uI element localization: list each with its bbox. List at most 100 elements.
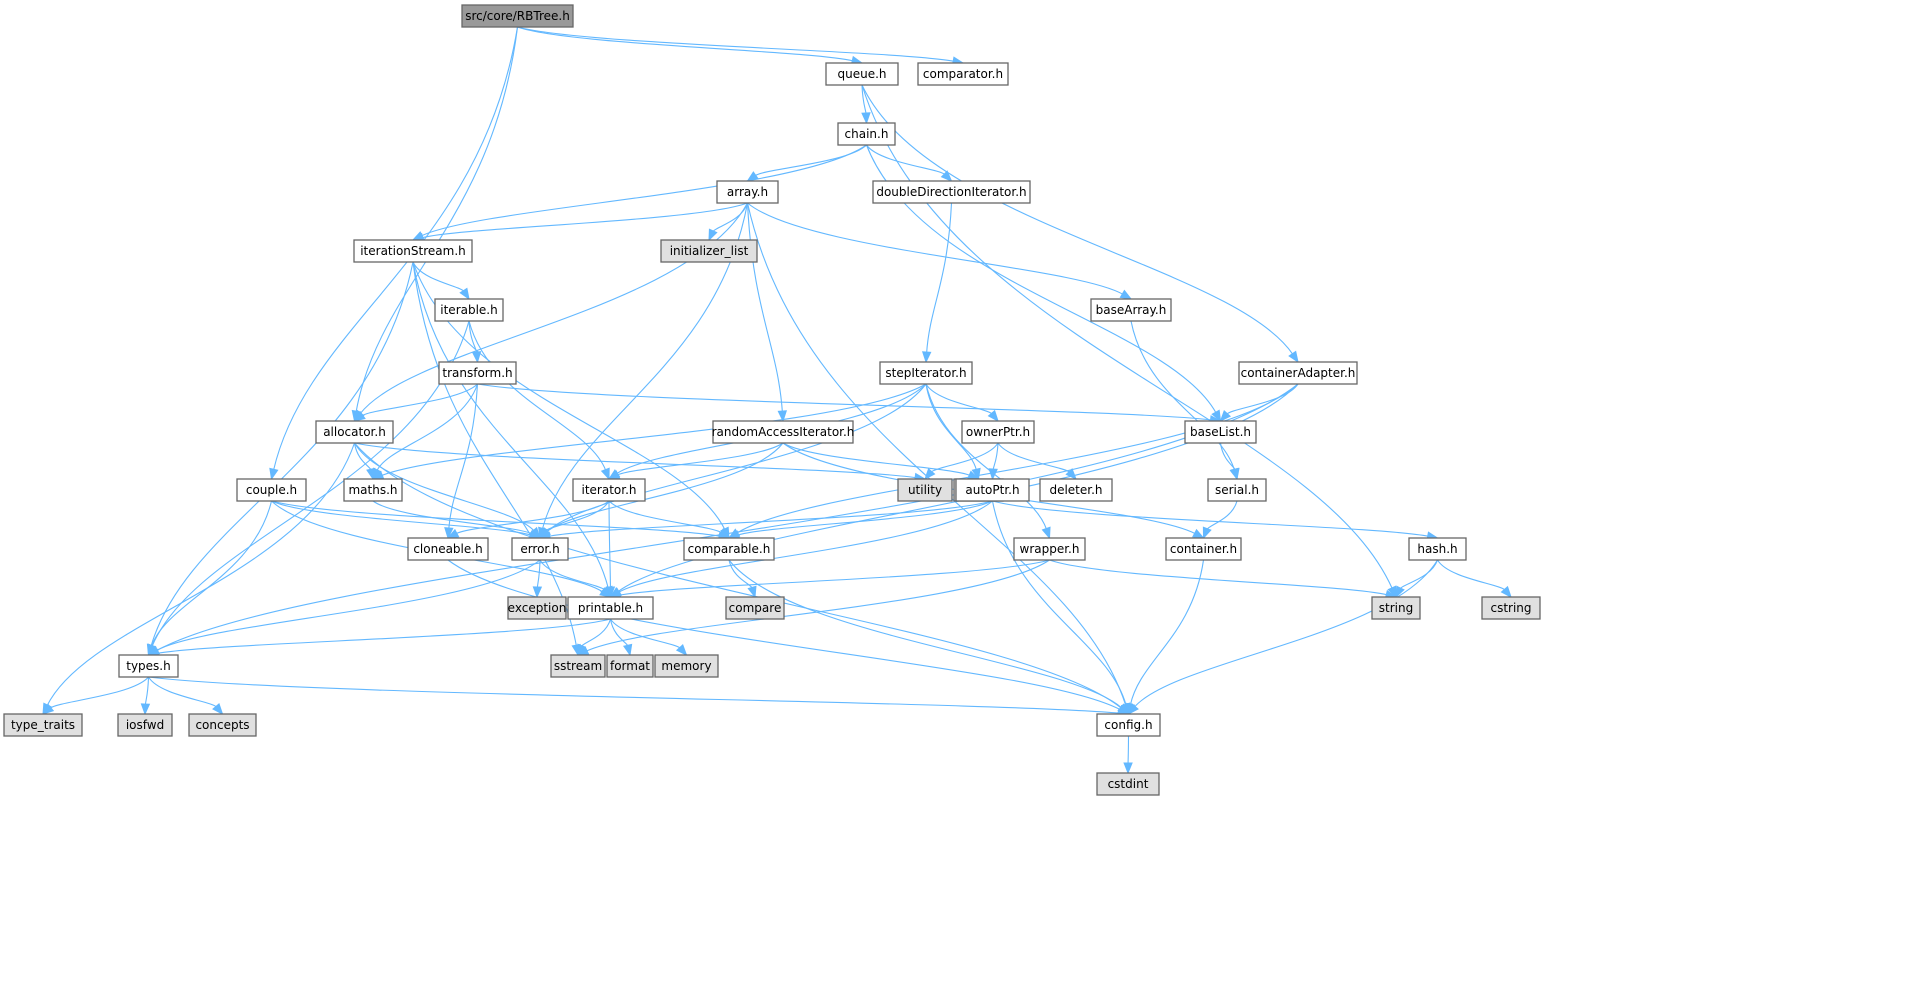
- node-array[interactable]: array.h: [716, 180, 779, 204]
- node-box: [955, 478, 1030, 502]
- node-basearray[interactable]: baseArray.h: [1090, 298, 1172, 322]
- node-rbtree[interactable]: src/core/RBTree.h: [461, 4, 574, 28]
- node-randit[interactable]: randomAccessIterator.h: [712, 420, 855, 444]
- node-couple[interactable]: couple.h: [236, 478, 307, 502]
- node-autoptr[interactable]: autoPtr.h: [955, 478, 1030, 502]
- node-hash[interactable]: hash.h: [1408, 537, 1467, 561]
- node-box: [872, 180, 1031, 204]
- node-label: autoPtr.h: [965, 483, 1019, 497]
- edge-stepit-to-error: [546, 383, 927, 533]
- node-box: [660, 239, 758, 263]
- node-transform[interactable]: transform.h: [438, 361, 517, 385]
- edge-itstream-to-types: [150, 261, 414, 647]
- node-baselist[interactable]: baseList.h: [1184, 420, 1257, 444]
- arrowhead-icon: [269, 467, 279, 481]
- node-label: string: [1379, 601, 1413, 615]
- edge-ownerptr-to-autoptr: [992, 442, 999, 471]
- node-box: [1371, 596, 1421, 620]
- node-box: [438, 361, 517, 385]
- node-iosfwd[interactable]: iosfwd: [117, 713, 173, 737]
- node-cloneable[interactable]: cloneable.h: [407, 537, 489, 561]
- node-wrapper[interactable]: wrapper.h: [1013, 537, 1086, 561]
- node-typetraits[interactable]: type_traits: [3, 713, 83, 737]
- node-label: src/core/RBTree.h: [465, 9, 570, 23]
- node-container[interactable]: container.h: [1165, 537, 1242, 561]
- edge-stepit-to-wrapper: [925, 383, 1048, 530]
- node-types[interactable]: types.h: [118, 654, 179, 678]
- node-box: [315, 420, 394, 444]
- node-concepts[interactable]: concepts: [188, 713, 257, 737]
- arrowhead-icon: [717, 528, 731, 539]
- node-label: maths.h: [348, 483, 397, 497]
- node-serial[interactable]: serial.h: [1207, 478, 1267, 502]
- node-cstring[interactable]: cstring: [1481, 596, 1541, 620]
- node-ddi[interactable]: doubleDirectionIterator.h: [872, 180, 1031, 204]
- edges-layer: [41, 26, 1512, 775]
- arrowhead-icon: [600, 467, 610, 481]
- node-label: comparable.h: [688, 542, 771, 556]
- node-deleter[interactable]: deleter.h: [1039, 478, 1113, 502]
- node-box: [236, 478, 307, 502]
- node-sstream[interactable]: sstream: [550, 654, 606, 678]
- edge-hash-to-string: [1399, 559, 1439, 590]
- arrowhead-icon: [212, 702, 224, 716]
- node-iterable[interactable]: iterable.h: [434, 298, 504, 322]
- node-queue[interactable]: queue.h: [825, 62, 899, 86]
- arrowhead-icon: [1211, 409, 1222, 423]
- edge-maths-to-error: [372, 500, 533, 535]
- node-label: stepIterator.h: [885, 366, 966, 380]
- node-box: [1096, 713, 1161, 737]
- edge-contadapter-to-comparable: [736, 383, 1299, 534]
- node-itstream[interactable]: iterationStream.h: [353, 239, 473, 263]
- arrowhead-icon: [1202, 526, 1212, 540]
- node-utility[interactable]: utility: [897, 478, 953, 502]
- edge-queue-to-contadapter: [861, 84, 1294, 355]
- arrowhead-icon: [1288, 350, 1299, 364]
- edge-array-to-basearray: [747, 202, 1124, 295]
- node-label: concepts: [195, 718, 249, 732]
- node-exception[interactable]: exception: [507, 596, 567, 620]
- node-error[interactable]: error.h: [511, 537, 569, 561]
- node-box: [117, 713, 173, 737]
- node-maths[interactable]: maths.h: [343, 478, 403, 502]
- node-comparable[interactable]: comparable.h: [683, 537, 775, 561]
- node-config[interactable]: config.h: [1096, 713, 1161, 737]
- node-allocator[interactable]: allocator.h: [315, 420, 394, 444]
- node-compare[interactable]: compare: [725, 596, 785, 620]
- node-cstdint[interactable]: cstdint: [1096, 772, 1160, 796]
- node-box: [1481, 596, 1541, 620]
- edge-iterator-to-printable: [608, 500, 611, 589]
- node-iterator[interactable]: iterator.h: [572, 478, 646, 502]
- arrowhead-icon: [366, 467, 376, 481]
- node-box: [961, 420, 1035, 444]
- edge-autoptr-to-printable: [617, 500, 993, 593]
- node-label: baseList.h: [1190, 425, 1251, 439]
- node-initlist[interactable]: initializer_list: [660, 239, 758, 263]
- node-label: compare: [729, 601, 782, 615]
- arrowhead-icon: [924, 467, 936, 481]
- node-label: couple.h: [246, 483, 297, 497]
- node-comparator[interactable]: comparator.h: [917, 62, 1009, 86]
- node-ownerptr[interactable]: ownerPtr.h: [961, 420, 1035, 444]
- node-label: comparator.h: [923, 67, 1003, 81]
- node-format[interactable]: format: [606, 654, 654, 678]
- node-printable[interactable]: printable.h: [567, 596, 654, 620]
- node-box: [1039, 478, 1113, 502]
- node-contadapter[interactable]: containerAdapter.h: [1238, 361, 1358, 385]
- node-string[interactable]: string: [1371, 596, 1421, 620]
- edge-randit-to-iterator: [616, 442, 784, 476]
- edge-array-to-initlist: [712, 202, 749, 233]
- node-box: [897, 478, 953, 502]
- arrowhead-icon: [746, 171, 759, 182]
- node-box: [1184, 420, 1257, 444]
- node-memory[interactable]: memory: [654, 654, 719, 678]
- node-stepit[interactable]: stepIterator.h: [879, 361, 973, 385]
- edge-chain-to-ddi: [866, 144, 946, 176]
- edge-queue-to-string: [861, 84, 1393, 590]
- edge-comparable-to-config: [728, 559, 1123, 709]
- node-box: [683, 537, 775, 561]
- node-chain[interactable]: chain.h: [837, 122, 896, 146]
- edge-error-to-printable: [539, 559, 606, 591]
- arrowhead-icon: [1192, 528, 1205, 539]
